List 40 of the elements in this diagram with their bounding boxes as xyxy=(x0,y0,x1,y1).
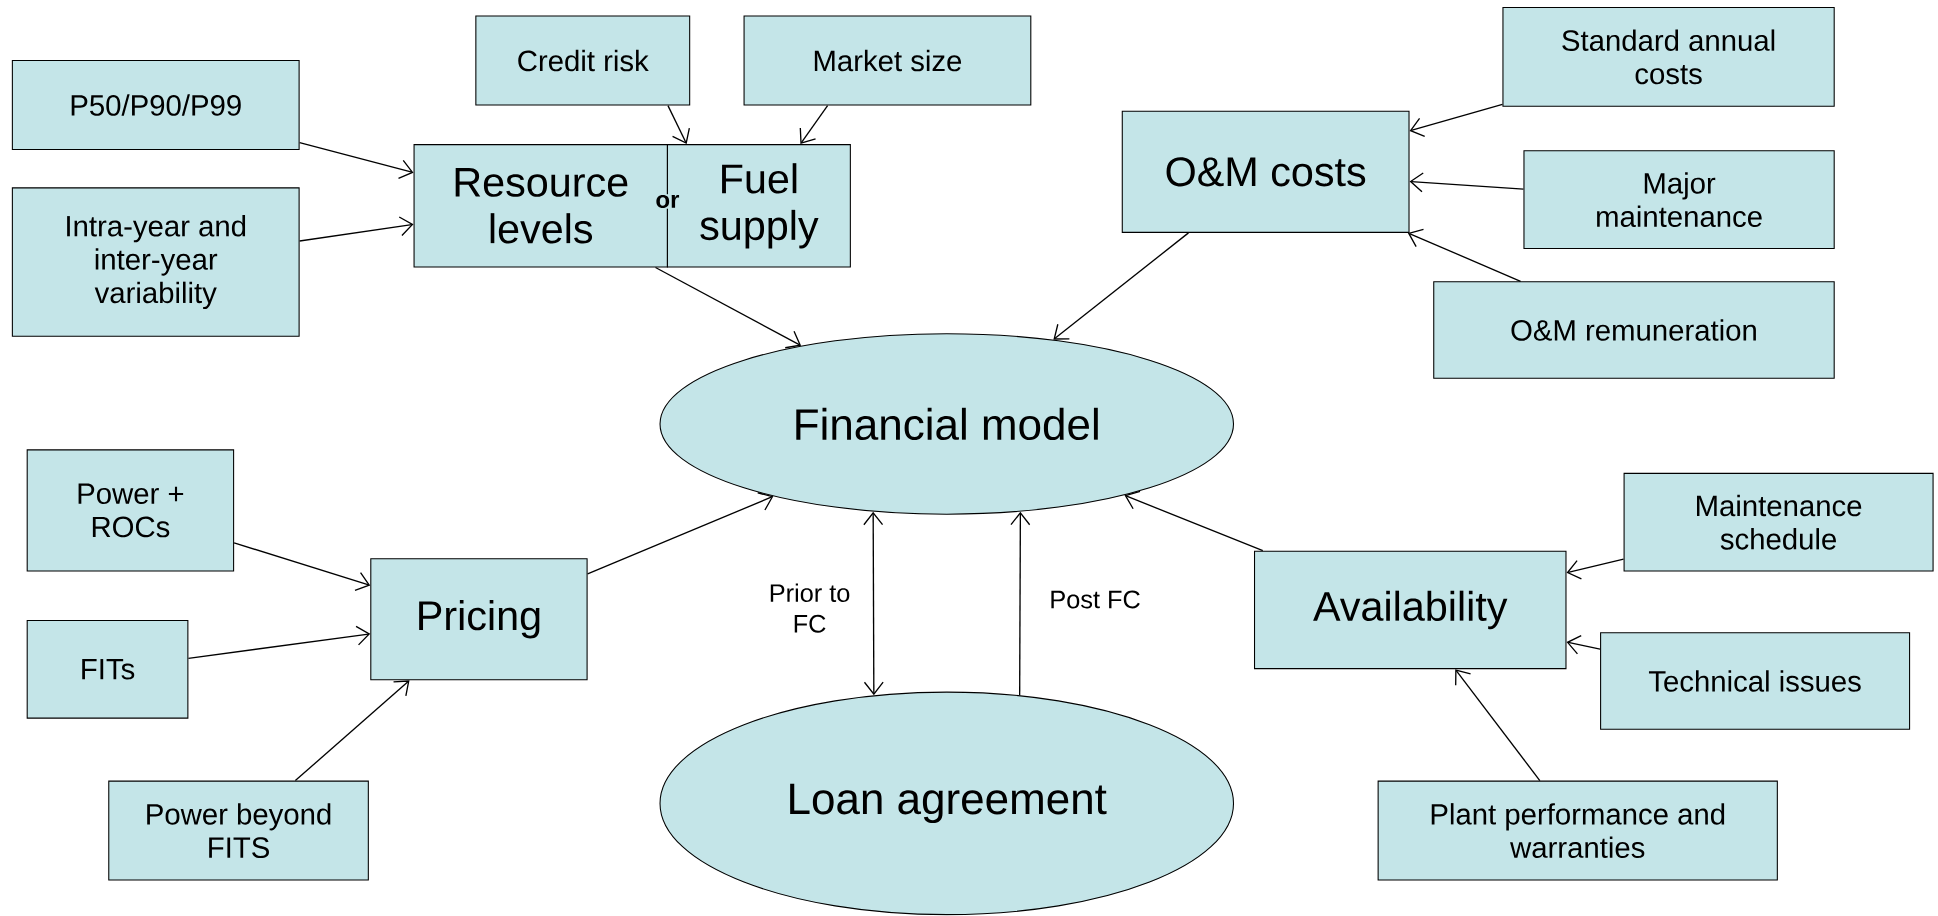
ellipse-node: Financial model xyxy=(659,333,1235,515)
text-box: Pricing xyxy=(370,558,588,681)
arrow xyxy=(1407,228,1522,282)
text-box: Availability xyxy=(1254,550,1567,670)
arrow xyxy=(1124,490,1264,552)
text-box: Market size xyxy=(743,15,1032,106)
arrow xyxy=(298,216,414,242)
text-box: Credit risk xyxy=(475,15,691,106)
edge-label: Prior to FC xyxy=(770,583,850,633)
arrow xyxy=(799,105,829,145)
text-box: Plant performance and warranties xyxy=(1377,780,1778,881)
text-box: Standard annual costs xyxy=(1502,6,1835,107)
arrow xyxy=(1566,558,1625,580)
text-box: O&M remuneration xyxy=(1433,281,1835,379)
arrow xyxy=(1010,511,1031,697)
text-box: Major maintenance xyxy=(1523,150,1835,250)
text-box: Maintenance schedule xyxy=(1623,472,1934,572)
ellipse-node: Loan agreement xyxy=(659,691,1235,916)
text-box: Intra-year and inter-year variability xyxy=(11,187,300,337)
arrow xyxy=(863,511,884,696)
text-box: FITs xyxy=(26,620,189,719)
arrow xyxy=(654,266,802,349)
arrow xyxy=(1053,232,1190,340)
arrow xyxy=(1566,635,1601,655)
arrow xyxy=(1409,172,1525,193)
connector-word: or xyxy=(654,194,681,209)
arrow xyxy=(294,680,410,782)
arrow xyxy=(298,142,414,180)
text-box: Power beyond FITS xyxy=(108,780,369,881)
arrow xyxy=(1455,669,1541,782)
text-box: Power + ROCs xyxy=(26,449,235,572)
text-box: O&M costs xyxy=(1121,110,1410,233)
arrow xyxy=(1409,103,1504,138)
edge-label: Post FC xyxy=(1051,590,1140,609)
text-box: Technical issues xyxy=(1600,632,1911,730)
arrow xyxy=(233,542,371,592)
arrow xyxy=(586,492,774,575)
arrow xyxy=(187,625,371,660)
arrow xyxy=(667,105,690,145)
text-box: P50/P90/P99 xyxy=(11,60,300,151)
